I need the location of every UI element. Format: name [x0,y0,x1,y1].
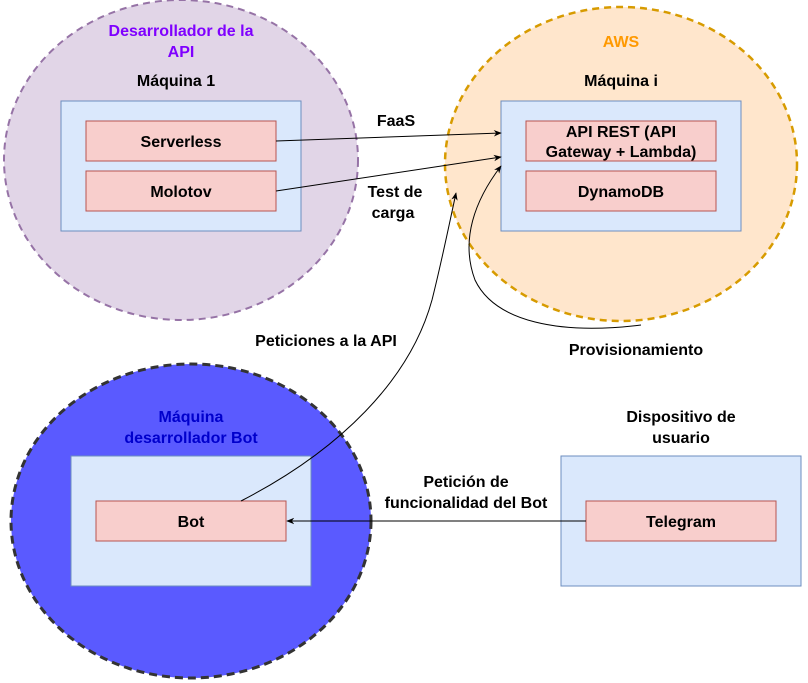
bot-developer-title-line1: Máquina [159,409,224,426]
bot-box [95,500,287,542]
machine-i-label: Máquina i [584,73,658,90]
api-developer-title-line1: Desarrollador de la [109,23,254,40]
user-device-region: Dispositivo de usuario Telegram [560,409,802,587]
serverless-label: Serverless [141,134,222,151]
serverless-box [85,120,277,162]
load-test-label-line2: carga [372,205,415,222]
faas-arrow [275,130,502,142]
api-rest-label-line2: Gateway + Lambda) [546,144,697,161]
molotov-label: Molotov [150,184,211,201]
bot-developer-title-line2: desarrollador Bot [124,430,258,447]
load-test-label-line1: Test de [368,184,423,201]
user-device-title-line2: usuario [652,430,710,447]
bot-developer-region: Máquina desarrollador Bot Bot [9,362,373,680]
provisioning-arrow [468,165,642,329]
api-requests-label: Peticiones a la API [255,333,397,350]
bot-request-label-line1: Petición de [423,474,508,491]
aws-title: AWS [603,34,640,51]
api-developer-region: Desarrollador de la API Máquina 1 Server… [3,0,359,321]
edges: FaaS Test de carga Provisionamiento Peti… [240,113,703,525]
dynamodb-box [525,170,717,212]
telegram-label: Telegram [646,514,716,531]
provisioning-label: Provisionamiento [569,342,703,359]
api-rest-box [525,120,717,162]
faas-label: FaaS [377,113,416,130]
machine-1-label: Máquina 1 [137,73,215,90]
dynamodb-label: DynamoDB [578,184,664,201]
api-rest-label-line1: API REST (API [566,124,676,141]
bot-label: Bot [178,514,205,531]
molotov-box [85,170,277,212]
telegram-box [585,500,777,542]
aws-region: AWS Máquina i API REST (API Gateway + La… [443,5,799,323]
api-requests-arrow [240,192,458,502]
api-developer-title-line2: API [168,44,195,61]
user-device-title-line1: Dispositivo de [626,409,735,426]
load-test-arrow [275,154,502,192]
bot-request-label-line2: funcionalidad del Bot [385,495,548,512]
